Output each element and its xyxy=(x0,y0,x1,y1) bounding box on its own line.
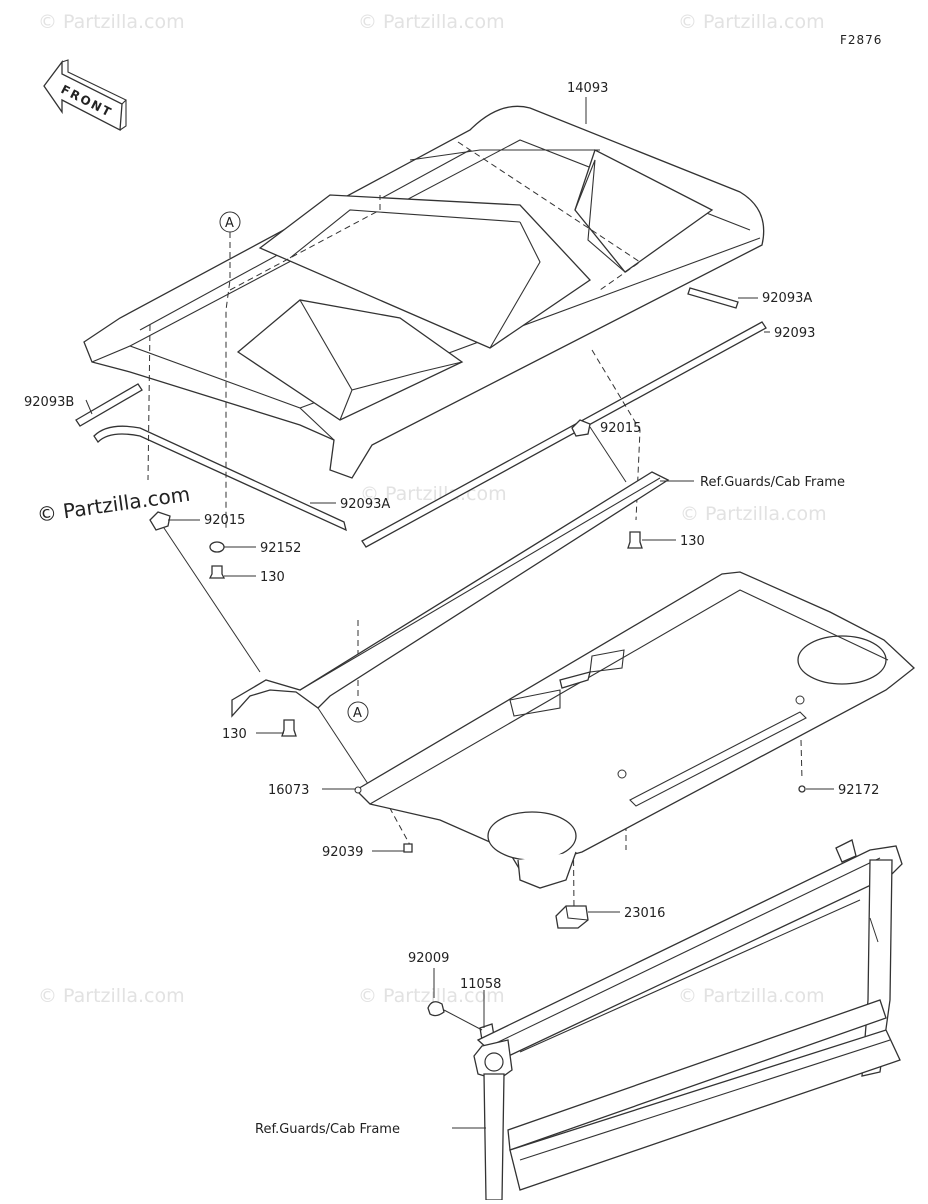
callout-rivet-left: 92039 xyxy=(322,845,363,860)
screw[interactable] xyxy=(427,1001,445,1017)
watermark: © Partzilla.com xyxy=(38,11,185,33)
bolt-right[interactable] xyxy=(627,531,643,549)
dome-lamp[interactable] xyxy=(555,905,589,929)
callout-clip-left: 92015 xyxy=(204,513,245,528)
watermark: © Partzilla.com xyxy=(358,985,505,1007)
callout-nut-left: 92152 xyxy=(260,541,301,556)
callout-bolt-left-upper: 130 xyxy=(260,570,285,585)
watermark: © Partzilla.com xyxy=(358,11,505,33)
watermark: © Partzilla.com xyxy=(38,985,185,1007)
front-arrow-icon: FRONT xyxy=(43,59,127,132)
callout-rivet-right: 92172 xyxy=(838,783,879,798)
watermark: © Partzilla.com xyxy=(680,503,827,525)
leader-lines xyxy=(85,97,834,1129)
callout-seal-right-short: 92093A xyxy=(762,291,812,306)
headliner-panel[interactable] xyxy=(354,571,915,889)
callout-seal-left-long: 92093A xyxy=(340,497,390,512)
callout-screw: 92009 xyxy=(408,951,449,966)
reference-marker-bottom: A xyxy=(347,701,369,723)
callout-roof: 14093 xyxy=(567,81,608,96)
callout-clip-right: 92015 xyxy=(600,421,641,436)
bolt-left-lower[interactable] xyxy=(281,719,297,737)
callouts: 14093 92093A 92093 92093B 92093A 92015 9… xyxy=(24,81,879,1137)
callout-headliner: 16073 xyxy=(268,783,309,798)
reference-marker-top: A xyxy=(219,211,241,233)
rivet-left[interactable] xyxy=(403,843,413,853)
seal-left-short[interactable] xyxy=(75,383,143,427)
svg-text:A: A xyxy=(353,706,362,721)
figure-code: F2876 xyxy=(840,33,882,47)
callout-dome-lamp: 23016 xyxy=(624,906,665,921)
cab-frame-guard-plate[interactable] xyxy=(159,471,670,791)
callout-seal-right-long: 92093 xyxy=(774,326,815,341)
clip-left[interactable] xyxy=(149,511,171,531)
seal-right-long[interactable] xyxy=(361,321,767,548)
seal-left-long[interactable] xyxy=(93,425,347,532)
reference-lower: Ref.Guards/Cab Frame xyxy=(255,1122,400,1137)
seal-right-short[interactable] xyxy=(687,287,739,309)
callout-bracket: 11058 xyxy=(460,977,501,992)
callout-bolt-left-lower: 130 xyxy=(222,727,247,742)
clip-right[interactable] xyxy=(571,419,591,437)
callout-bolt-right: 130 xyxy=(680,534,705,549)
roof-panel[interactable] xyxy=(83,105,765,479)
bolt-left-upper[interactable] xyxy=(208,565,226,579)
nut-left[interactable] xyxy=(209,541,225,553)
reference-upper: Ref.Guards/Cab Frame xyxy=(700,475,845,490)
rivet-right[interactable] xyxy=(798,785,806,793)
cab-frame[interactable] xyxy=(473,839,903,1201)
watermark: © Partzilla.com xyxy=(678,985,825,1007)
callout-seal-left-short: 92093B xyxy=(24,395,74,410)
watermark: © Partzilla.com xyxy=(678,11,825,33)
svg-text:A: A xyxy=(225,216,234,231)
